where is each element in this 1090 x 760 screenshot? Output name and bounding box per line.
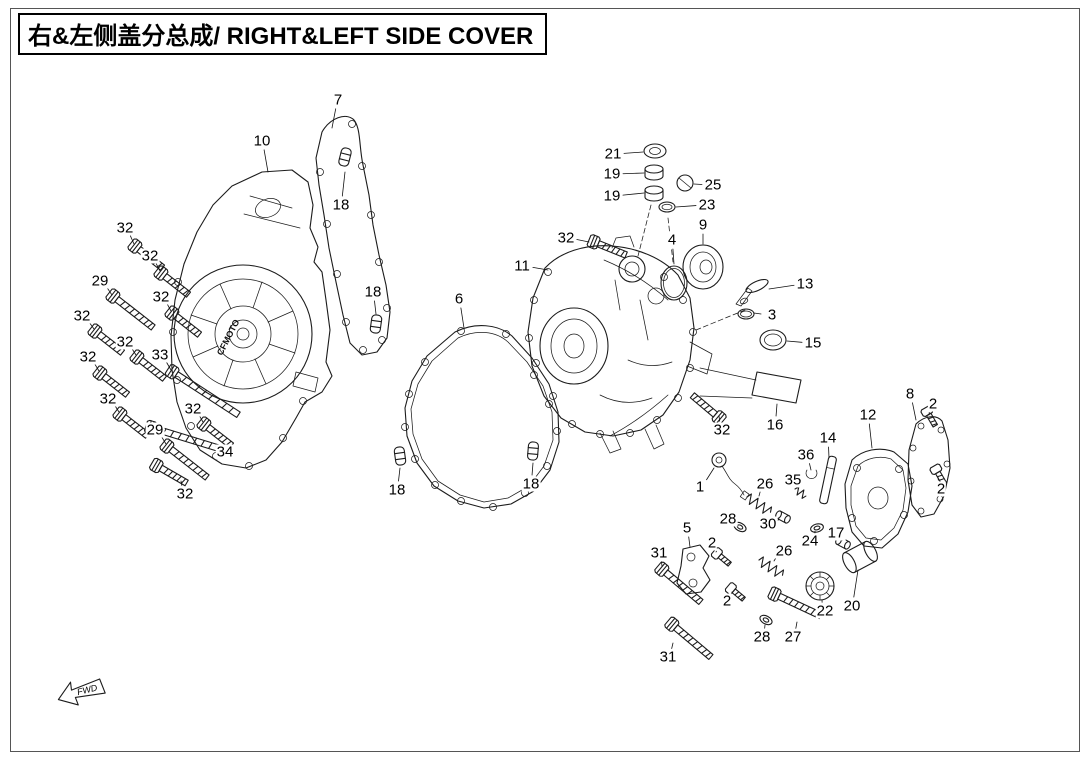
- label-plate-16-art: [752, 372, 801, 403]
- dipstick-13-art: [736, 277, 770, 306]
- leader-lines: [89, 109, 938, 649]
- oring-3-art: [738, 309, 754, 319]
- bearing-22-art: [806, 572, 834, 600]
- bracket-5-art: [677, 545, 710, 594]
- small-cover-12-art: [845, 449, 912, 548]
- page-title: 右&左侧盖分总成/ RIGHT&LEFT SIDE COVER: [28, 23, 534, 50]
- washer-28b-art: [757, 612, 775, 628]
- pin-30-art: [773, 509, 793, 525]
- right-cover-art: [526, 236, 713, 453]
- center-gasket-art: [393, 326, 561, 511]
- title-box: 右&左侧盖分总成/ RIGHT&LEFT SIDE COVER: [18, 13, 548, 55]
- cable-1-art: [712, 453, 749, 500]
- left-cover-art: CFMOTO: [170, 170, 333, 470]
- fwd-label: FWD: [76, 682, 99, 697]
- left-gasket-art: [316, 116, 391, 355]
- shaft-14-art: [819, 456, 837, 505]
- spring-26a-art: [743, 492, 774, 517]
- seal-15-art: [760, 330, 786, 350]
- plug-25-art: [677, 175, 693, 191]
- construction-lines: [638, 205, 756, 398]
- fwd-arrow: FWD: [55, 675, 106, 710]
- cap-9-art: [683, 245, 723, 289]
- clip-36-art: [806, 470, 817, 479]
- pin-17-art: [833, 535, 853, 551]
- oring-19b-art: [645, 186, 663, 201]
- cap-nut-21-art: [644, 144, 666, 158]
- washer-24-art: [809, 521, 825, 535]
- cover-brand-text: CFMOTO: [215, 318, 242, 357]
- oring-23-art: [659, 202, 675, 212]
- spring-35-art: [792, 485, 809, 500]
- oring-4-art: [661, 266, 687, 300]
- washer-28a-art: [731, 519, 749, 535]
- small-gasket-8-art: [908, 417, 950, 517]
- spring-26b-art: [755, 555, 786, 580]
- diagram-frame: [10, 8, 1080, 752]
- oring-19a-art: [645, 165, 663, 180]
